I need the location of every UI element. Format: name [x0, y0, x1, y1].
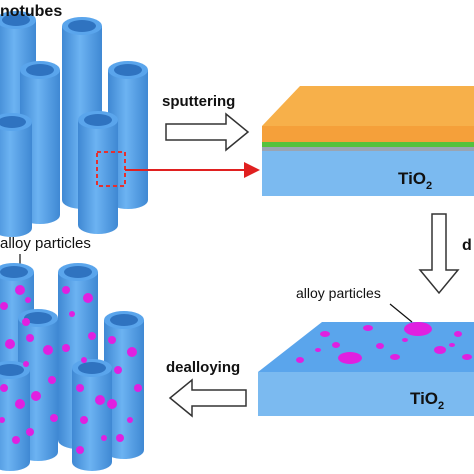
right-edge-label: d [462, 237, 472, 254]
alloy-particles-label: alloy particles [296, 285, 381, 301]
nanotube-array-bottom [0, 263, 144, 471]
bottom-left-caption: alloy particles [0, 235, 91, 252]
dealloying-label: dealloying [166, 359, 240, 376]
decorated-nanotube [72, 359, 112, 471]
decorated-nanotube [0, 361, 30, 471]
alloy-particles-pointer [390, 304, 412, 322]
nanotube [78, 111, 118, 234]
nanotube [0, 113, 32, 237]
layered-substrate [262, 86, 474, 196]
tio2-bottom-subscript: 2 [438, 400, 444, 412]
nanotubes-label: notubes [0, 3, 62, 20]
sputtering-arrow [166, 114, 248, 150]
dealloying-left-arrow [170, 380, 246, 416]
dealloying-down-arrow [420, 214, 458, 293]
tio2-top-subscript: 2 [426, 180, 432, 192]
sputtering-label: sputtering [162, 93, 235, 110]
